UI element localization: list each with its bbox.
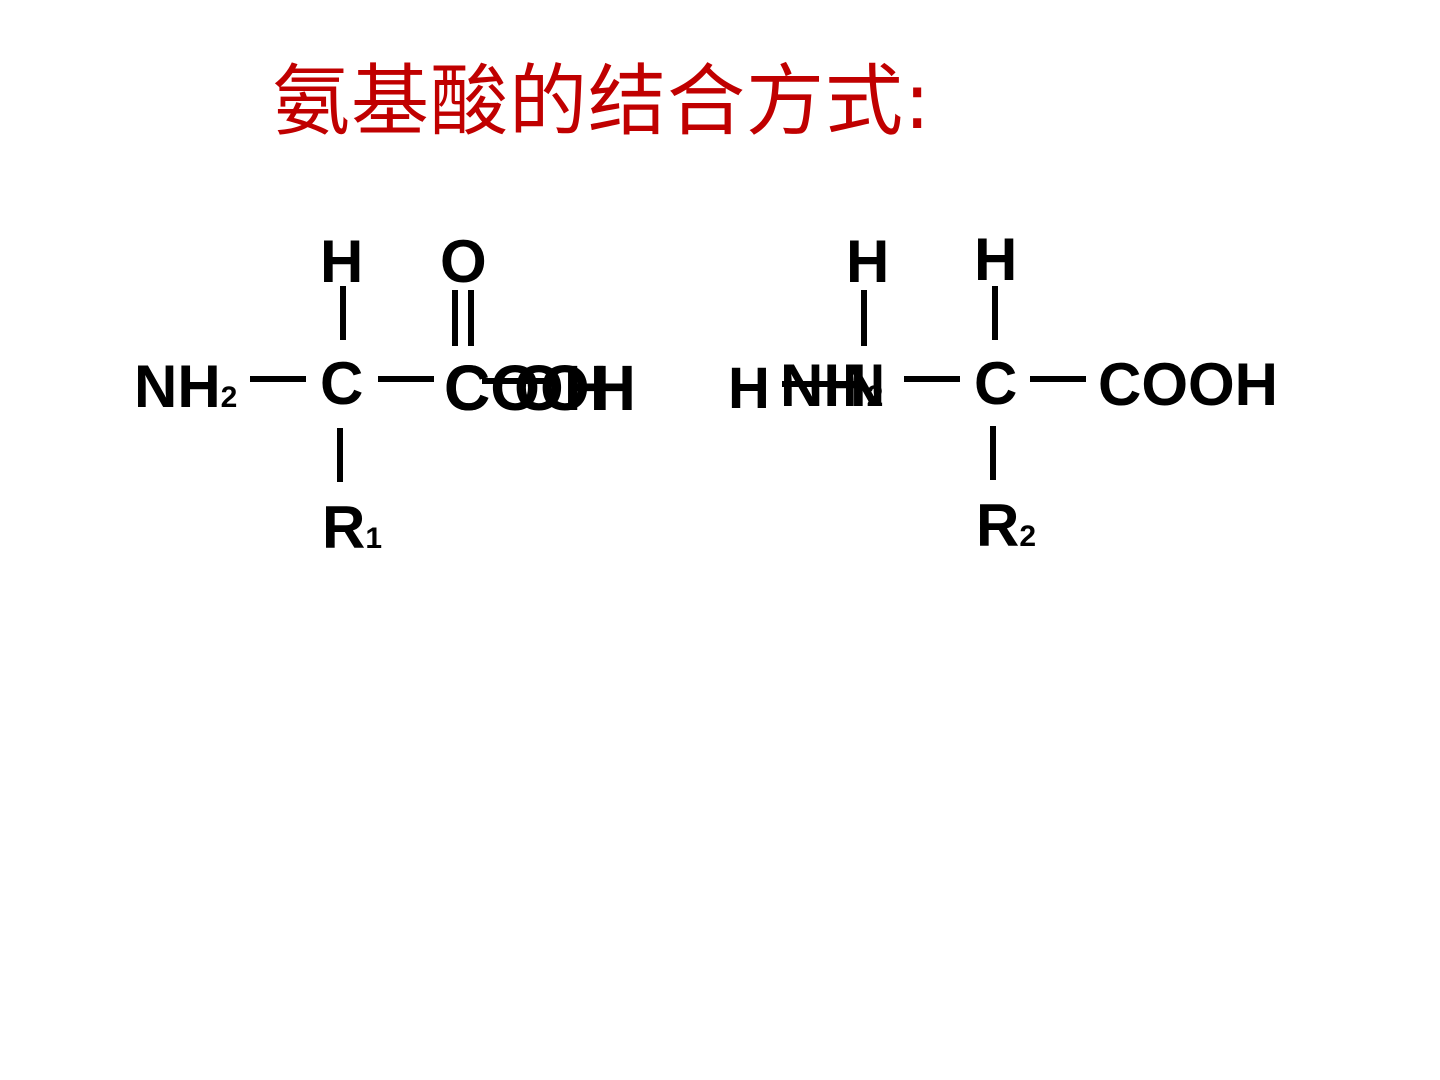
mol1-r-group: R1 [322,498,382,558]
mol1-bond-c-h [340,286,346,340]
mol1-bond-c-oh [482,378,554,384]
mol1-alpha-carbon: C [320,350,364,417]
mol2-nitrogen-overlay: N [842,352,886,419]
mol1-o-top: O [440,228,487,295]
mol1-nh-subscript: 2 [220,381,238,414]
mol2-bond-n-c [904,376,960,382]
mol1-carbonyl-carbon: C [444,352,491,424]
mol2-bond-c-r [990,426,996,480]
mol2-bond-c-h [992,286,998,340]
mol2-nh-text: NH [780,352,867,419]
mol2-bond-h-n [782,381,848,387]
mol1-carboxyl-group: COOH [444,352,636,424]
mol2-r-group: R2 [976,496,1036,556]
mol2-h-top-c: H [974,226,1018,293]
mol2-h-left: H [728,356,770,421]
mol2-bond-c-cooh [1030,376,1086,382]
mol2-carboxyl-group: COOH [1098,351,1278,418]
mol2-r-subscript: 2 [1019,520,1037,553]
mol1-r-subscript: 1 [365,522,383,555]
slide-title: 氨基酸的结合方式: [272,57,932,147]
mol1-nh-text: NH [134,353,221,420]
mol2-amino-group: NH2 [780,356,883,416]
mol1-bond-c-r [337,428,343,482]
mol1-hydroxyl: OH [514,352,610,424]
mol1-bond-n-c [250,376,306,382]
mol1-bond-c-cooh [378,376,434,382]
mol1-double-bond-right [468,290,474,346]
mol2-alpha-carbon: C [974,350,1018,417]
mol2-nh-subscript: 2 [866,380,884,413]
mol2-h-top-n: H [846,228,890,295]
mol1-r-text: R [322,494,366,561]
mol2-bond-n-h [861,290,867,346]
mol1-h-top: H [320,228,364,295]
mol1-amino-group: NH2 [134,357,237,417]
mol1-double-bond-left [452,290,458,346]
mol2-r-text: R [976,492,1020,559]
